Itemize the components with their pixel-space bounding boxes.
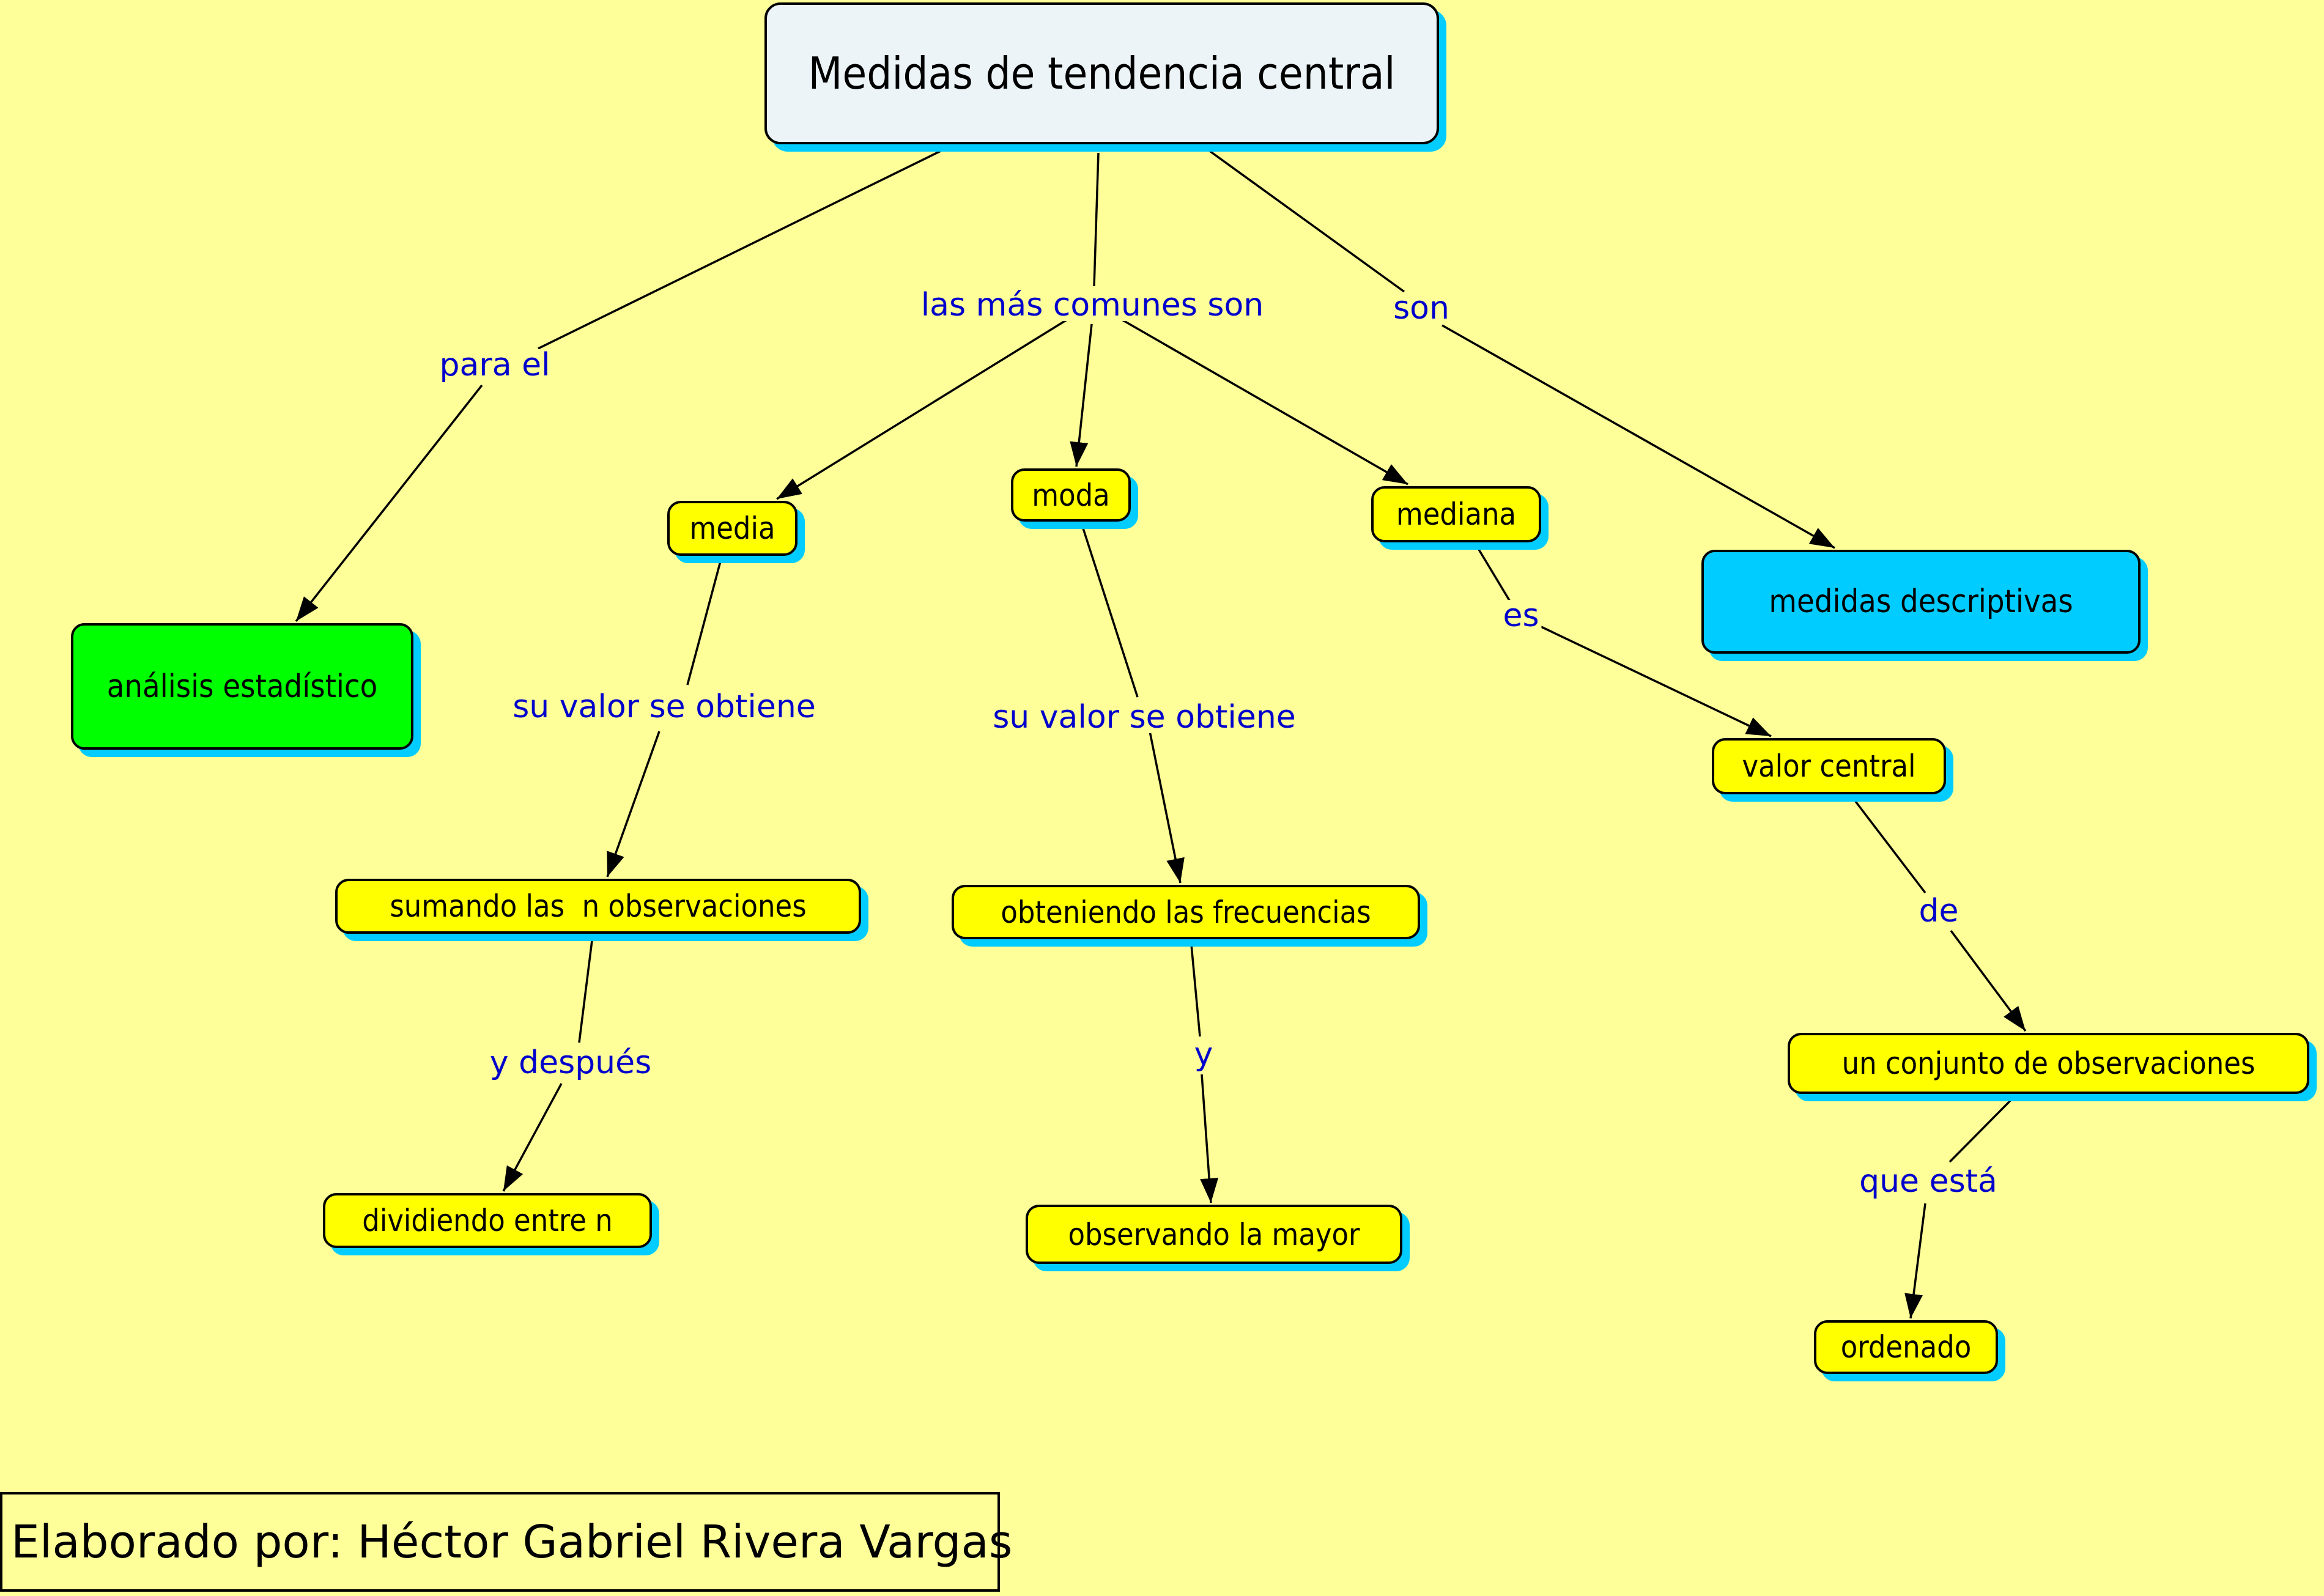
concept-node-analisis[interactable]: análisis estadístico: [71, 623, 413, 750]
concept-node-valor-central[interactable]: valor central: [1712, 738, 1946, 794]
arrow-despues-dividiendo: [502, 1083, 563, 1192]
link-label-mas-comunes[interactable]: las más comunes son: [918, 289, 1267, 321]
line-root-son: [1208, 150, 1405, 293]
link-label-de[interactable]: de: [1916, 895, 1961, 927]
arrow-obtiene-sumando: [606, 731, 661, 877]
concept-label: ordenado: [1840, 1329, 1972, 1365]
link-label-y[interactable]: y: [1191, 1038, 1216, 1070]
concept-label: observando la mayor: [1068, 1216, 1360, 1252]
concept-node-sumando[interactable]: sumando las n observaciones: [335, 879, 861, 934]
concept-node-media[interactable]: media: [667, 501, 797, 556]
concept-label: medidas descriptivas: [1769, 583, 2073, 620]
concept-node-conjunto[interactable]: un conjunto de observaciones: [1788, 1033, 2309, 1094]
arrow-paraEl-analisis: [295, 384, 483, 623]
concept-node-medidas-descriptivas[interactable]: medidas descriptivas: [1701, 550, 2141, 654]
concept-label: moda: [1032, 477, 1110, 513]
concept-label: dividiendo entre n: [362, 1203, 613, 1238]
concept-label: mediana: [1396, 497, 1517, 532]
concept-label: obteniendo las frecuencias: [1001, 894, 1371, 930]
concept-node-dividiendo[interactable]: dividiendo entre n: [323, 1193, 652, 1248]
author-credit-text: Elaborado por: Héctor Gabriel Rivera Var…: [11, 1515, 1013, 1568]
arrow-es-valorcentral: [1541, 626, 1772, 737]
concept-node-observando[interactable]: observando la mayor: [1026, 1205, 1402, 1264]
line-mediana-es: [1477, 548, 1512, 603]
arrow-de-conjunto: [1950, 929, 2027, 1032]
line-root-comunes: [1093, 152, 1100, 287]
arrow-comunes-moda: [1070, 323, 1093, 467]
link-label-moda-obtiene[interactable]: su valor se obtiene: [990, 701, 1298, 733]
concept-label: análisis estadístico: [106, 668, 378, 705]
concept-label: un conjunto de observaciones: [1841, 1046, 2256, 1081]
concept-node-ordenado[interactable]: ordenado: [1814, 1320, 1998, 1374]
concept-node-obteniendo[interactable]: obteniendo las frecuencias: [952, 885, 1420, 939]
arrow-queesta-ordenado: [1904, 1203, 1926, 1319]
root-concept-label: Medidas de tendencia central: [808, 48, 1396, 99]
arrow-son-descriptivas: [1441, 324, 1835, 549]
arrow-comunes-media: [776, 318, 1068, 500]
concept-label: valor central: [1742, 748, 1916, 784]
concept-node-moda[interactable]: moda: [1011, 468, 1131, 522]
line-moda-obtiene: [1082, 528, 1139, 698]
link-label-que-esta[interactable]: que está: [1857, 1166, 2000, 1197]
line-media-obtiene: [686, 561, 722, 685]
line-conjunto-queesta: [1948, 1098, 2013, 1163]
concept-label: sumando las n observaciones: [390, 889, 807, 924]
line-valor-de: [1853, 799, 1926, 894]
line-obteniendo-y: [1190, 944, 1201, 1037]
line-sumando-despues: [578, 940, 593, 1043]
concept-node-mediana[interactable]: mediana: [1371, 486, 1541, 542]
arrow-comunes-mediana: [1120, 318, 1408, 486]
concept-label: media: [689, 511, 775, 546]
root-concept-node[interactable]: Medidas de tendencia central: [764, 2, 1439, 144]
arrow-obtiene-obteniendo: [1149, 731, 1185, 884]
link-label-es[interactable]: es: [1500, 600, 1542, 632]
author-credit-box: Elaborado por: Héctor Gabriel Rivera Var…: [0, 1492, 1012, 1592]
link-label-y-despues[interactable]: y después: [487, 1047, 654, 1079]
link-label-para-el[interactable]: para el: [437, 349, 553, 381]
link-label-son[interactable]: son: [1391, 292, 1452, 324]
arrow-y-observando: [1200, 1074, 1219, 1203]
link-label-media-obtiene[interactable]: su valor se obtiene: [510, 691, 818, 723]
line-root-paraEl: [538, 150, 941, 350]
